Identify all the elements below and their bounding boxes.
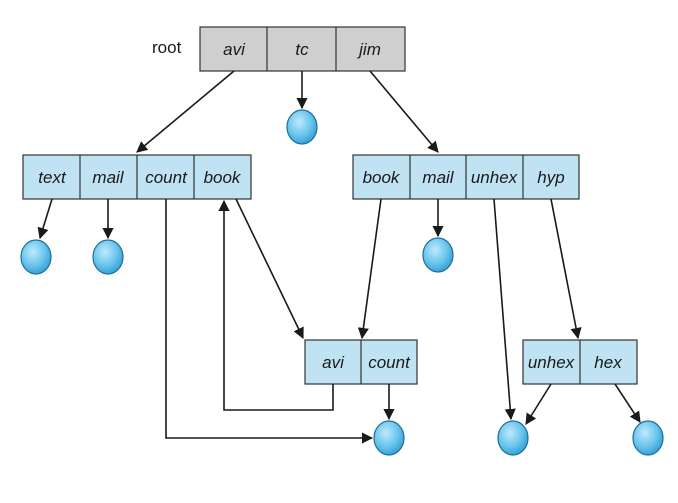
left-cell-text: text (38, 168, 67, 187)
root-directory: avi tc jim (199, 26, 406, 72)
edge-right-unhex (493, 198, 516, 421)
edge-root-avi (136, 70, 235, 153)
file-node-hex (632, 420, 664, 456)
right-cell-hyp: hyp (537, 168, 564, 187)
root-cell-jim: jim (357, 40, 381, 59)
file-node-tc (286, 109, 318, 145)
root-cell-tc: tc (295, 40, 309, 59)
file-node-unhex (497, 420, 529, 456)
edges (37, 70, 641, 444)
edge-text (37, 198, 53, 240)
right-cell-unhex: unhex (471, 168, 518, 187)
file-node-text (20, 239, 52, 275)
left-cell-count: count (145, 168, 188, 187)
edge-right-hyp (550, 198, 582, 340)
middle-cell-avi: avi (322, 353, 345, 372)
right-cell-book: book (363, 168, 401, 187)
root-label: root (152, 38, 182, 57)
middle-cell-count: count (368, 353, 411, 372)
right-directory: book mail unhex hyp (352, 154, 580, 200)
right-cell-mail: mail (422, 168, 454, 187)
left-cell-mail: mail (92, 168, 124, 187)
hyp-directory: unhex hex (522, 339, 638, 385)
edge-root-jim (369, 70, 439, 153)
hyp-cell-unhex: unhex (528, 353, 575, 372)
edge-right-book (357, 198, 382, 340)
hyp-cell-hex: hex (594, 353, 622, 372)
file-node-count (373, 420, 405, 456)
edge-left-count (165, 199, 374, 444)
edge-hyp-unhex (525, 383, 552, 425)
left-directory: text mail count book (22, 154, 252, 200)
edge-left-book (235, 198, 304, 340)
file-node-left-mail (92, 239, 124, 275)
edge-middle-avi (218, 199, 334, 411)
left-cell-book: book (204, 168, 242, 187)
middle-directory: avi count (304, 339, 418, 385)
edge-hyp-hex (614, 383, 641, 423)
root-cell-avi: avi (223, 40, 246, 59)
file-node-right-mail (422, 237, 454, 273)
